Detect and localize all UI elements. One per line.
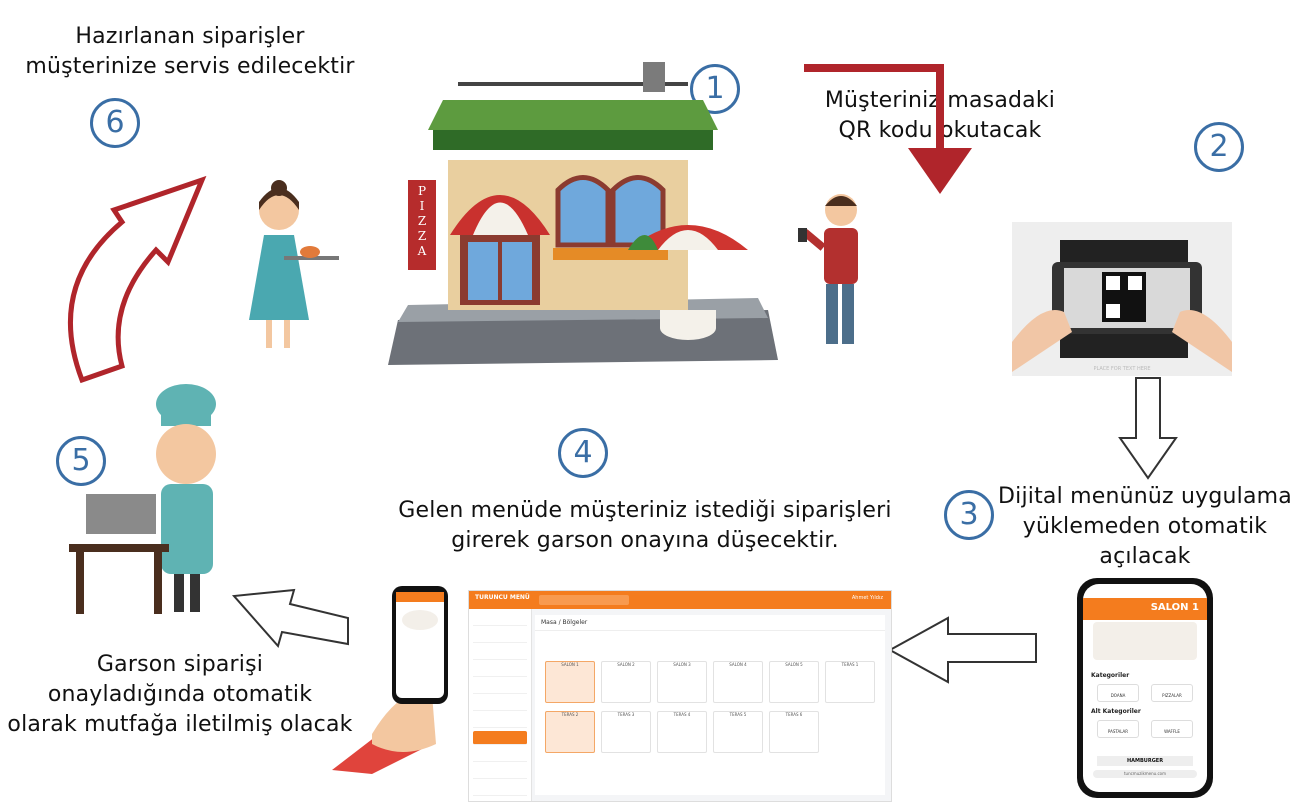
salon-card: TERAS 2 xyxy=(545,711,595,753)
salon-card: SALON 2 xyxy=(601,661,651,703)
arrow-step5-to-6 xyxy=(68,175,207,384)
dashboard-user: Ahmet Yıldız xyxy=(851,595,883,601)
dashboard-sidebar xyxy=(469,609,532,801)
step2-number: 2 xyxy=(1194,122,1244,172)
step6-line2: müşterinize servis edilecektir xyxy=(25,54,355,79)
qr-caption-text: PLACE FOR TEXT HERE xyxy=(1093,366,1150,372)
dashboard-screenshot: TURUNCU MENÜ Ahmet Yıldız Masa / Bölgele… xyxy=(468,590,892,802)
mobile-category-chip: PIZZALAR xyxy=(1151,684,1193,702)
chef-illustration xyxy=(69,384,216,614)
arrow-step4-to-5 xyxy=(231,588,349,649)
mobile-subcategory-chip: PASTALAR xyxy=(1097,720,1139,738)
salon-card: TERAS 1 xyxy=(825,661,875,703)
step3-caption: Dijital menünüz uygulama yüklemeden otom… xyxy=(990,482,1300,572)
step4-number: 4 xyxy=(558,428,608,478)
step5-line2: onayladığında otomatik xyxy=(47,682,313,707)
salon-card: SALON 4 xyxy=(713,661,763,703)
step6-caption: Hazırlanan siparişler müşterinize servis… xyxy=(0,22,380,82)
step5-line1: Garson siparişi xyxy=(96,652,264,677)
mobile-product-hamburger: HAMBURGER xyxy=(1097,756,1193,766)
mobile-header: SALON 1 xyxy=(1083,598,1207,620)
mobile-categories-title: Kategoriler xyxy=(1091,672,1130,679)
waitress-illustration xyxy=(249,180,339,348)
salon-card: TERAS 4 xyxy=(657,711,707,753)
qr-scan-illustration: PLACE FOR TEXT HERE xyxy=(1012,222,1232,376)
salon-card: SALON 3 xyxy=(657,661,707,703)
mobile-url-bar: tuncmuzikmenu.com xyxy=(1093,770,1197,778)
step4-line1: Gelen menüde müşteriniz istediği sipariş… xyxy=(398,498,892,523)
salon-card: SALON 5 xyxy=(769,661,819,703)
step4-line2: girerek garson onayına düşecektir. xyxy=(451,528,839,553)
step3-number: 3 xyxy=(944,490,994,540)
mobile-screen: SALON 1 Kategoriler DOANA PIZZALAR Alt K… xyxy=(1083,584,1207,792)
salon-card: SALON 1 xyxy=(545,661,595,703)
step3-line2: yüklemeden otomatik xyxy=(1022,514,1268,539)
step5-number: 5 xyxy=(56,436,106,486)
mobile-subcategory-chip: WAFFLE xyxy=(1151,720,1193,738)
step5-caption: Garson siparişi onayladığında otomatik o… xyxy=(0,650,360,740)
salon-card: TERAS 3 xyxy=(601,711,651,753)
arrow-step1-to-2 xyxy=(804,64,972,194)
step6-line1: Hazırlanan siparişler xyxy=(75,24,305,49)
step6-number: 6 xyxy=(90,98,140,148)
mobile-food-image xyxy=(1093,622,1197,660)
step3-line1: Dijital menünüz uygulama xyxy=(998,484,1292,509)
step3-line3: açılacak xyxy=(1099,544,1191,569)
arrow-step2-to-3 xyxy=(1118,377,1178,480)
step1-number: 1 xyxy=(690,64,740,114)
mobile-category-chip: DOANA xyxy=(1097,684,1139,702)
mobile-salon-title: SALON 1 xyxy=(1150,602,1199,613)
customer-with-phone-illustration xyxy=(798,194,858,344)
arrow-step3-to-4 xyxy=(887,616,1037,684)
salon-card: TERAS 5 xyxy=(713,711,763,753)
dashboard-search xyxy=(539,595,629,605)
dashboard-brand: TURUNCU MENÜ xyxy=(475,594,530,601)
step5-line3: olarak mutfağa iletilmiş olacak xyxy=(7,712,353,737)
mobile-menu-screenshot: SALON 1 Kategoriler DOANA PIZZALAR Alt K… xyxy=(1077,578,1213,798)
dashboard-section-title: Masa / Bölgeler xyxy=(535,615,885,631)
step4-caption: Gelen menüde müşteriniz istediği sipariş… xyxy=(380,496,910,556)
dashboard-topbar: TURUNCU MENÜ Ahmet Yıldız xyxy=(469,591,891,609)
dashboard-main: Masa / Bölgeler SALON 1 SALON 2 SALON 3 … xyxy=(535,615,885,795)
mobile-subcategories-title: Alt Kategoriler xyxy=(1091,708,1141,715)
salon-card: TERAS 6 xyxy=(769,711,819,753)
hand-with-phone-illustration xyxy=(332,586,448,774)
